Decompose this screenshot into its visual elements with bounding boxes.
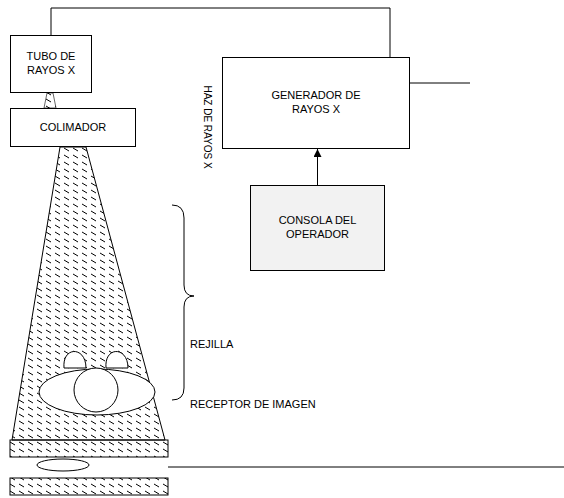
wire-connector (51, 8, 390, 57)
tube-beam (44, 93, 56, 108)
receptor-label: RECEPTOR DE IMAGEN (190, 398, 316, 411)
patient-figure (39, 352, 155, 416)
tube-box: TUBO DE RAYOS X (10, 35, 92, 93)
grid-label: REJILLA (190, 338, 233, 351)
beam-label: HAZ DE RAYOS X (201, 85, 213, 168)
beam-brace (172, 205, 194, 400)
table-line (168, 467, 564, 468)
x-ray-beam (12, 147, 165, 440)
grid-bar (10, 440, 168, 457)
box-label: COLIMADOR (40, 121, 107, 135)
box-label: CONSOLA DEL OPERADOR (273, 214, 363, 242)
box-label: GENERADOR DE RAYOS X (261, 89, 371, 117)
collimator-box: COLIMADOR (10, 108, 136, 147)
box-label: TUBO DE RAYOS X (16, 50, 86, 78)
generator-wire (410, 83, 470, 84)
arrow-connector (317, 149, 318, 185)
receptor-bar (10, 478, 168, 495)
console-box: CONSOLA DEL OPERADOR (250, 185, 385, 271)
receptor-ellipse (37, 459, 89, 471)
generator-box: GENERADOR DE RAYOS X (222, 57, 410, 149)
